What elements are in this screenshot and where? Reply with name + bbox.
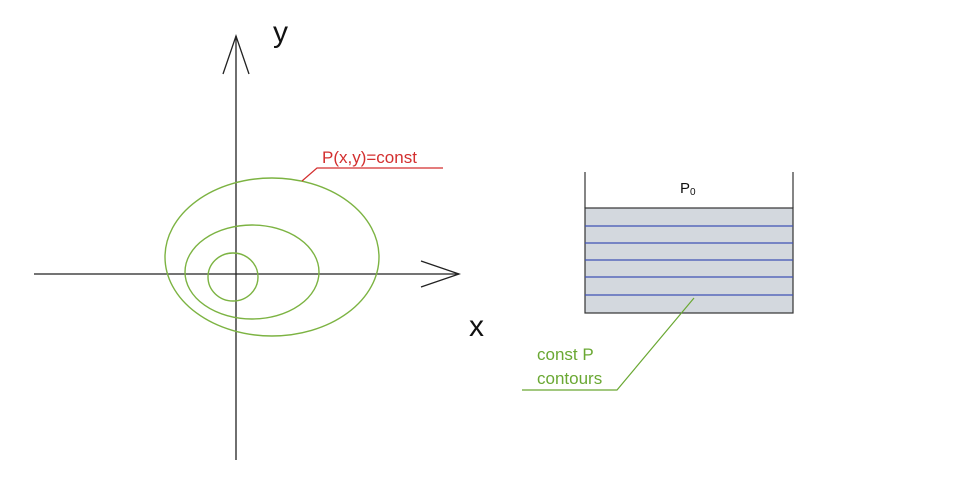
contour-ellipse-middle — [184, 224, 320, 320]
x-axis-arrowhead — [420, 260, 462, 288]
contour-ellipse-outer — [164, 177, 380, 337]
surface-pressure-base: P — [680, 180, 690, 197]
contour-annotation-leader — [301, 167, 443, 182]
tank-diagram: P0 const P contours — [522, 172, 794, 391]
isobar-annotation-leader — [522, 297, 695, 391]
contour-annotation-text: P(x,y)=const — [322, 148, 417, 167]
coordinate-plane: y x P(x,y)=const — [34, 16, 484, 460]
y-axis-label: y — [273, 16, 288, 49]
contour-ellipse-inner — [207, 252, 259, 302]
isobar-annotation-line1: const P — [537, 345, 594, 364]
y-axis-arrowhead — [222, 33, 250, 75]
isobar-annotation-line2: contours — [537, 369, 602, 388]
surface-pressure-subscript: 0 — [690, 187, 696, 198]
x-axis-label: x — [469, 310, 484, 343]
surface-pressure-label: P0 — [680, 180, 696, 198]
